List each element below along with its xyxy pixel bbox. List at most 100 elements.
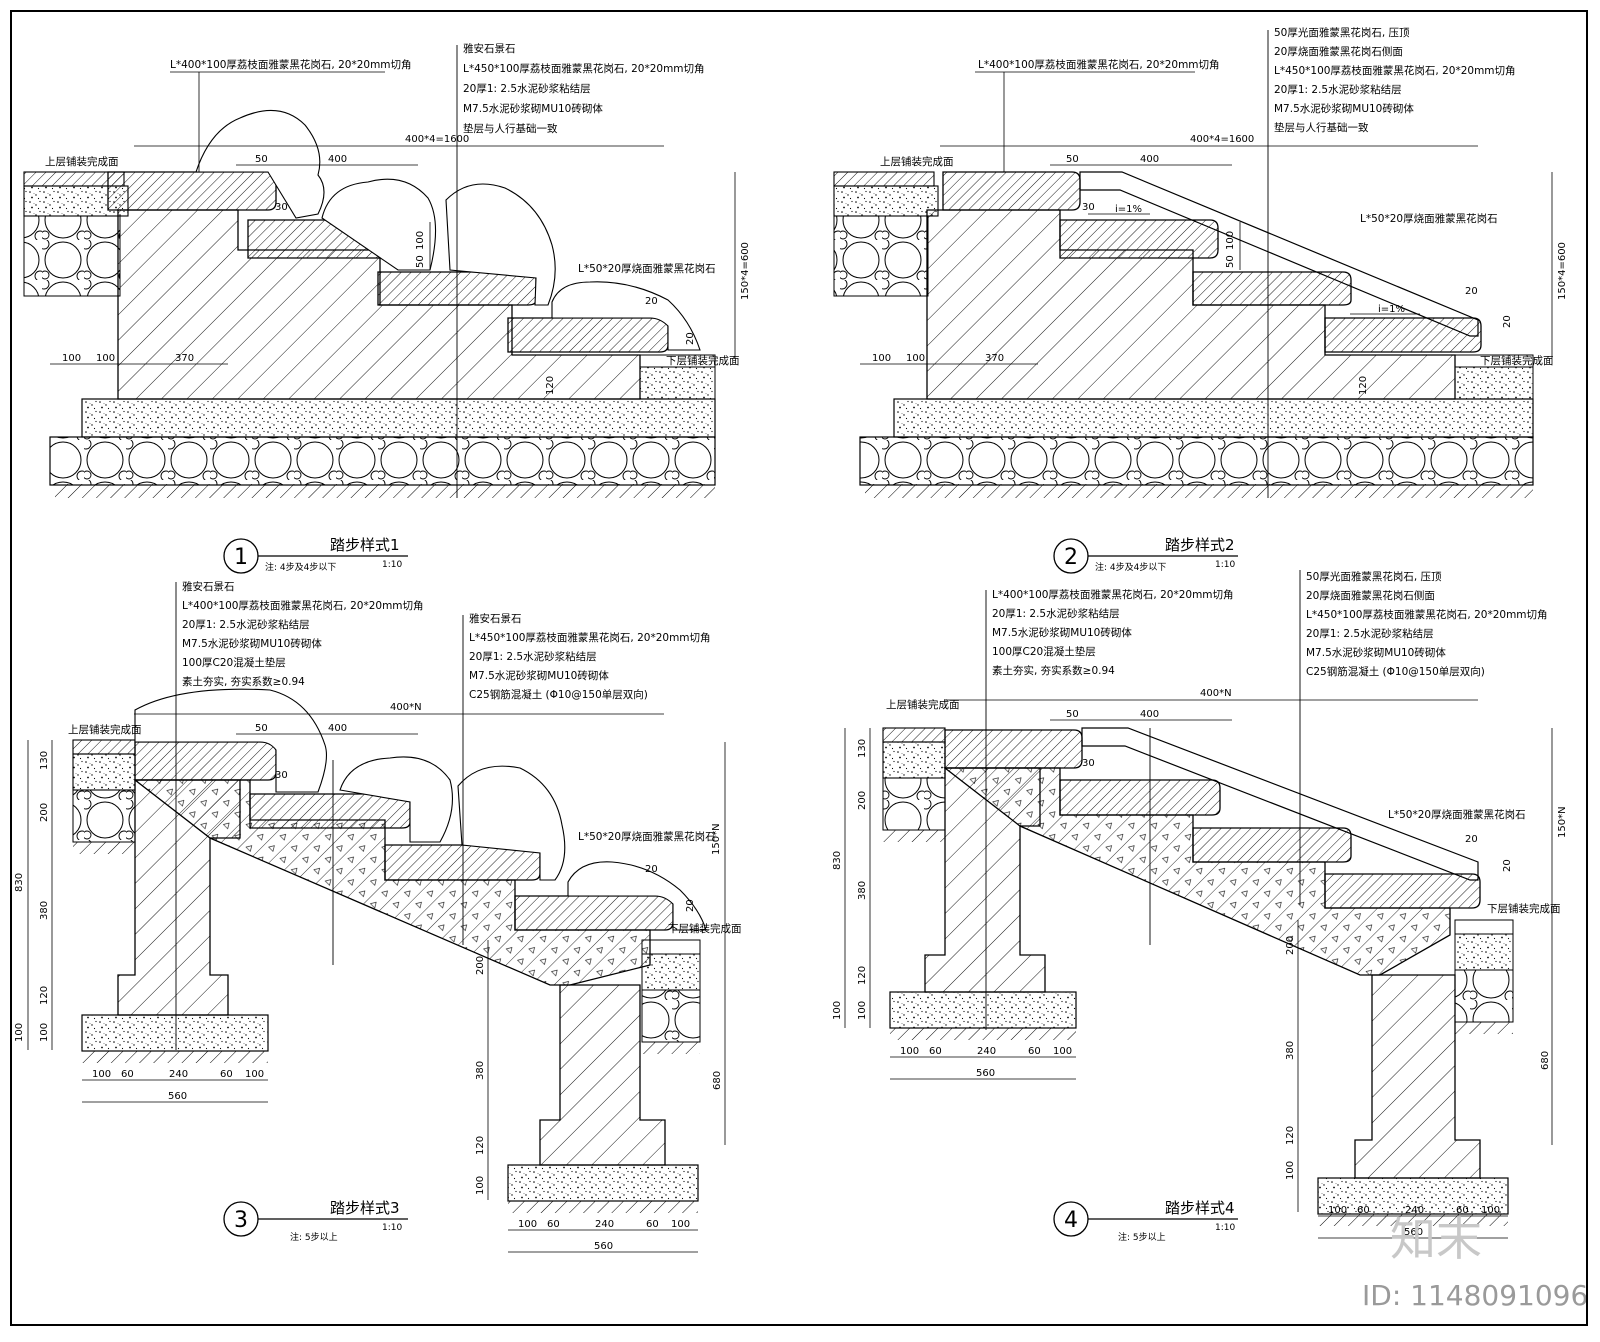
dimension-label: 100 xyxy=(39,1023,50,1042)
dimension-label: 50 xyxy=(1066,709,1079,720)
detail-scale: 1:10 xyxy=(382,1223,402,1233)
dimension-label: 100 xyxy=(832,1001,843,1020)
dimension-label: 120 xyxy=(39,986,50,1005)
dimension-label: 200 xyxy=(857,791,868,810)
dimension-label: 20 xyxy=(1465,834,1478,845)
dimension-label: 370 xyxy=(985,353,1004,364)
compacted-soil xyxy=(82,1051,268,1063)
detail-note: 注: 4步及4步以下 xyxy=(265,561,336,573)
dimension-label: 20 xyxy=(1465,286,1478,297)
dimension-label: 120 xyxy=(545,376,556,395)
dimension-label: 380 xyxy=(857,881,868,900)
dimension-overall: 400*N xyxy=(390,702,422,713)
dimension-label: 100 xyxy=(62,353,81,364)
dimension-total: 560 xyxy=(168,1091,187,1102)
concrete-footing xyxy=(507,1164,699,1202)
dimension-label: 100 xyxy=(96,353,115,364)
dimension-label: 120 xyxy=(857,966,868,985)
landscape-boulder xyxy=(339,756,453,843)
dimension-label: 60 xyxy=(1028,1046,1041,1057)
coping-wall xyxy=(1081,727,1479,881)
dimension-label: 240 xyxy=(595,1219,614,1230)
callout-label: 50厚光面雅蒙黑花岗石, 压顶 xyxy=(1274,26,1410,39)
callout-label: 垫层与人行基础一致 xyxy=(463,122,558,135)
dimension-label: 100 xyxy=(671,1219,690,1230)
dimension-label: 370 xyxy=(175,353,194,364)
concrete-footing xyxy=(81,1014,269,1052)
detail-scale: 1:10 xyxy=(1215,1223,1235,1233)
sheet-border xyxy=(10,10,1588,1326)
dimension-label: 830 xyxy=(832,851,843,870)
compacted-soil xyxy=(883,830,945,842)
stair-detail-2 xyxy=(833,30,1553,574)
upper-cushion xyxy=(833,185,939,217)
section-number: 2 xyxy=(1064,545,1078,570)
callout-label: M7.5水泥砂浆砌MU10砖砌体 xyxy=(182,637,322,650)
dimension-label: 130 xyxy=(857,739,868,758)
upper-gravel xyxy=(23,215,121,297)
callout-label: 素土夯实, 夯实系数≥0.94 xyxy=(992,664,1115,677)
gravel-base xyxy=(49,436,716,486)
upper-gravel xyxy=(833,215,929,297)
watermark-id: ID: 1148091096 xyxy=(1362,1279,1588,1312)
dimension-label: 100 xyxy=(1225,231,1236,250)
side-callout: L*50*20厚烧面雅蒙黑花岗石 xyxy=(578,262,716,275)
lower-surface-label: 下层铺装完成面 xyxy=(1480,354,1554,367)
callout-label: 20厚烧面雅蒙黑花岗石侧面 xyxy=(1274,45,1403,58)
dimension-label: 60 xyxy=(547,1219,560,1230)
gravel-base xyxy=(859,436,1534,486)
dimension-label: 100 xyxy=(1053,1046,1072,1057)
callout-label: 20厚1: 2.5水泥砂浆粘结层 xyxy=(469,650,597,663)
callout-label: M7.5水泥砂浆砌MU10砖砌体 xyxy=(992,626,1132,639)
callout-label: 100厚C20混凝土垫层 xyxy=(992,645,1096,658)
dimension-label: 20 xyxy=(685,332,696,345)
dimension-label: 680 xyxy=(712,1071,723,1090)
detail-title: 踏步样式3 xyxy=(330,1199,400,1217)
lower-cushion xyxy=(639,366,716,400)
dimension-label: 50 xyxy=(1066,154,1079,165)
dimension-label: 60 xyxy=(1357,1205,1370,1216)
dimension-label: 20 xyxy=(645,296,658,307)
slope-label: i=1% xyxy=(1378,304,1405,315)
dimension-label: 30 xyxy=(1082,202,1095,213)
compacted-soil xyxy=(55,484,715,498)
callout-label: 雅安石景石 xyxy=(463,42,516,55)
dimension-label: 200 xyxy=(475,956,486,975)
dimension-total: 560 xyxy=(594,1241,613,1252)
compacted-soil xyxy=(890,1028,1076,1040)
callout-label: 20厚1: 2.5水泥砂浆粘结层 xyxy=(463,82,591,95)
watermark: 知末 ID: 1148091096 xyxy=(1362,1212,1588,1312)
detail-scale: 1:10 xyxy=(382,560,402,570)
landscape-boulder xyxy=(567,861,707,931)
callout-label: 素土夯实, 夯实系数≥0.94 xyxy=(182,675,305,688)
compacted-soil xyxy=(73,842,135,854)
compacted-soil xyxy=(642,1042,700,1054)
dimension-label: 120 xyxy=(1358,376,1369,395)
tread-2 xyxy=(1059,779,1221,816)
compacted-soil xyxy=(508,1201,698,1213)
detail-title: 踏步样式4 xyxy=(1165,1199,1235,1217)
lower-surface-label: 下层铺装完成面 xyxy=(666,354,740,367)
dimension-label: 100 xyxy=(415,231,426,250)
compacted-soil xyxy=(1318,1214,1508,1226)
dimension-label: 50 xyxy=(255,154,268,165)
dimension-label: 30 xyxy=(1082,758,1095,769)
tread-1 xyxy=(944,729,1083,769)
lower-gravel xyxy=(641,989,701,1043)
dimension-label: 240 xyxy=(1405,1205,1424,1216)
dimension-label: 100 xyxy=(245,1069,264,1080)
dimension-label: 30 xyxy=(275,770,288,781)
dimension-label: 380 xyxy=(39,901,50,920)
dimension-label: 60 xyxy=(121,1069,134,1080)
dimension-total: 560 xyxy=(1404,1227,1423,1238)
dimension-label: 30 xyxy=(275,202,288,213)
dimension-overall: 400*4=1600 xyxy=(405,134,469,145)
detail-scale: 1:10 xyxy=(1215,560,1235,570)
callout-label: L*400*100厚荔枝面雅蒙黑花岗石, 20*20mm切角 xyxy=(978,58,1220,71)
concrete-cushion xyxy=(893,398,1534,438)
side-callout: L*50*20厚烧面雅蒙黑花岗石 xyxy=(1388,808,1526,821)
dimension-label: 100 xyxy=(518,1219,537,1230)
callout-label: C25钢筋混凝土 (Φ10@150单层双向) xyxy=(1306,665,1485,678)
dimension-label: 380 xyxy=(475,1061,486,1080)
